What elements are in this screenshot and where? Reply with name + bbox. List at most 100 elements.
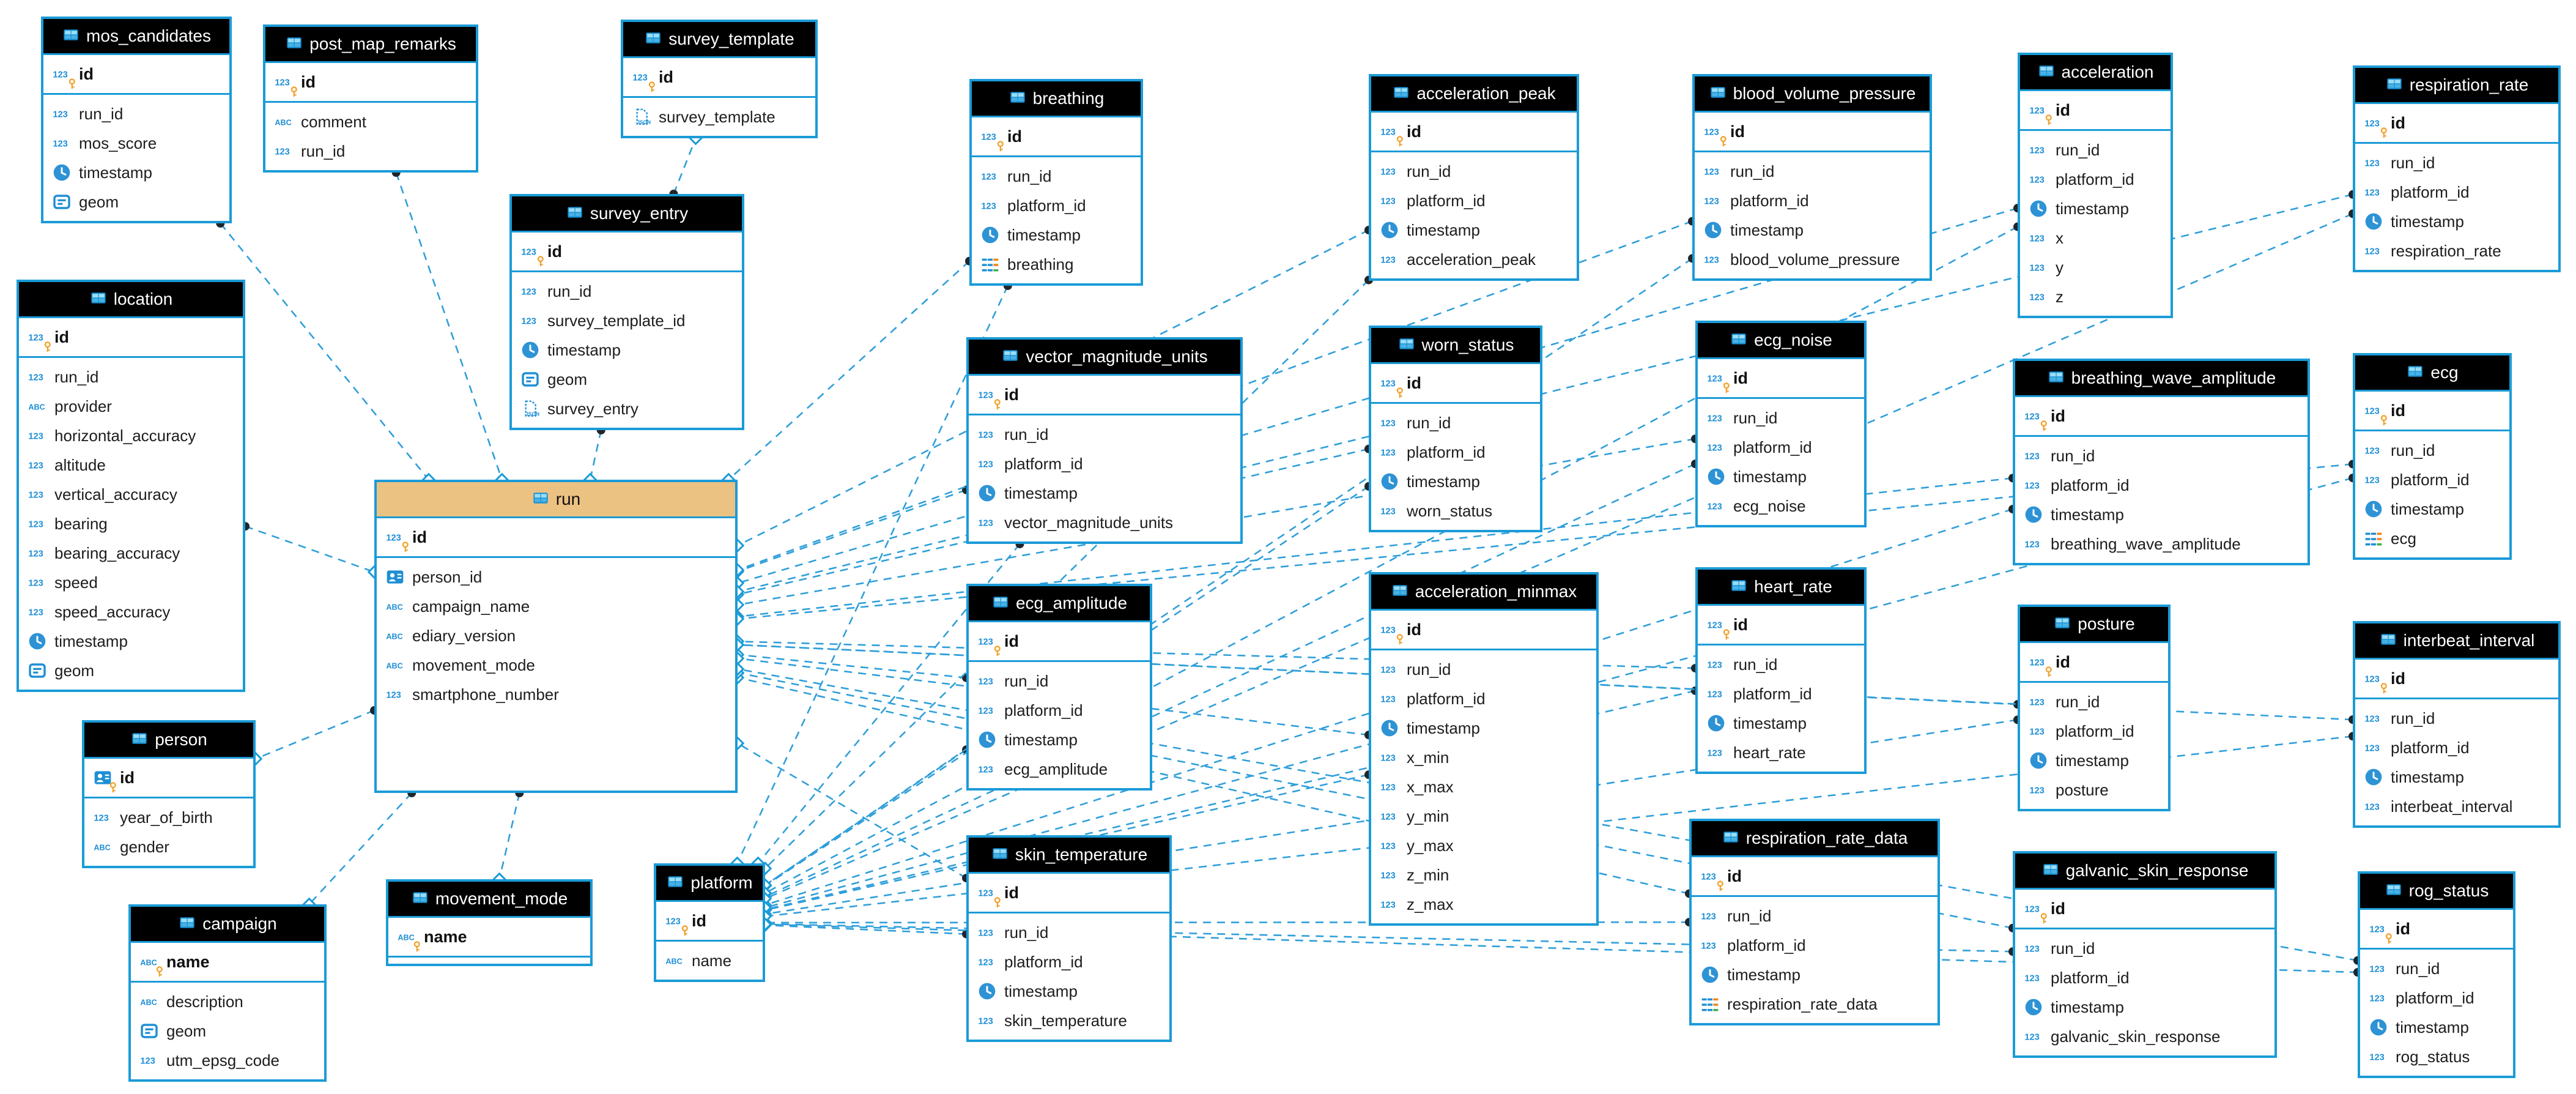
- table-header[interactable]: post_map_remarks: [265, 27, 476, 63]
- column-row[interactable]: timestamp: [1695, 215, 1930, 245]
- table-header[interactable]: ecg_amplitude: [969, 586, 1150, 622]
- column-row[interactable]: geom: [19, 656, 243, 685]
- table-header[interactable]: galvanic_skin_response: [2015, 854, 2274, 890]
- column-row[interactable]: timestamp: [19, 627, 243, 656]
- column-row[interactable]: timestamp: [1371, 467, 1540, 496]
- column-row[interactable]: timestamp: [2355, 207, 2558, 236]
- column-row[interactable]: timestamp: [2020, 746, 2168, 775]
- column-row[interactable]: timestamp: [1371, 713, 1596, 743]
- column-row[interactable]: timestamp: [972, 220, 1141, 250]
- column-row[interactable]: timestamp: [1698, 709, 1864, 738]
- table-header[interactable]: posture: [2020, 607, 2168, 643]
- table-header[interactable]: location: [19, 282, 243, 318]
- table-header[interactable]: acceleration_minmax: [1371, 575, 1596, 611]
- column-row[interactable]: person_id: [377, 562, 735, 592]
- column-row[interactable]: timestamp: [969, 725, 1150, 754]
- column-row[interactable]: geom: [131, 1016, 324, 1046]
- table-header[interactable]: ecg_noise: [1698, 323, 1864, 359]
- table-header[interactable]: acceleration: [2020, 55, 2171, 91]
- table-header[interactable]: platform: [656, 866, 763, 902]
- table-header[interactable]: acceleration_peak: [1371, 76, 1577, 113]
- column-row[interactable]: timestamp: [1371, 215, 1577, 245]
- table-header[interactable]: vector_magnitude_units: [969, 340, 1240, 376]
- table-header[interactable]: movement_mode: [388, 882, 590, 918]
- table-header[interactable]: run: [377, 482, 735, 518]
- table-header[interactable]: skin_temperature: [969, 838, 1169, 874]
- table-header[interactable]: respiration_rate_data: [1692, 821, 1938, 857]
- column-row[interactable]: breathing: [972, 250, 1141, 279]
- column-row[interactable]: timestamp: [2015, 992, 2274, 1022]
- column-row[interactable]: timestamp: [1692, 960, 1938, 989]
- column-row[interactable]: timestamp: [2360, 1013, 2513, 1042]
- column-row[interactable]: timestamp: [1698, 462, 1864, 491]
